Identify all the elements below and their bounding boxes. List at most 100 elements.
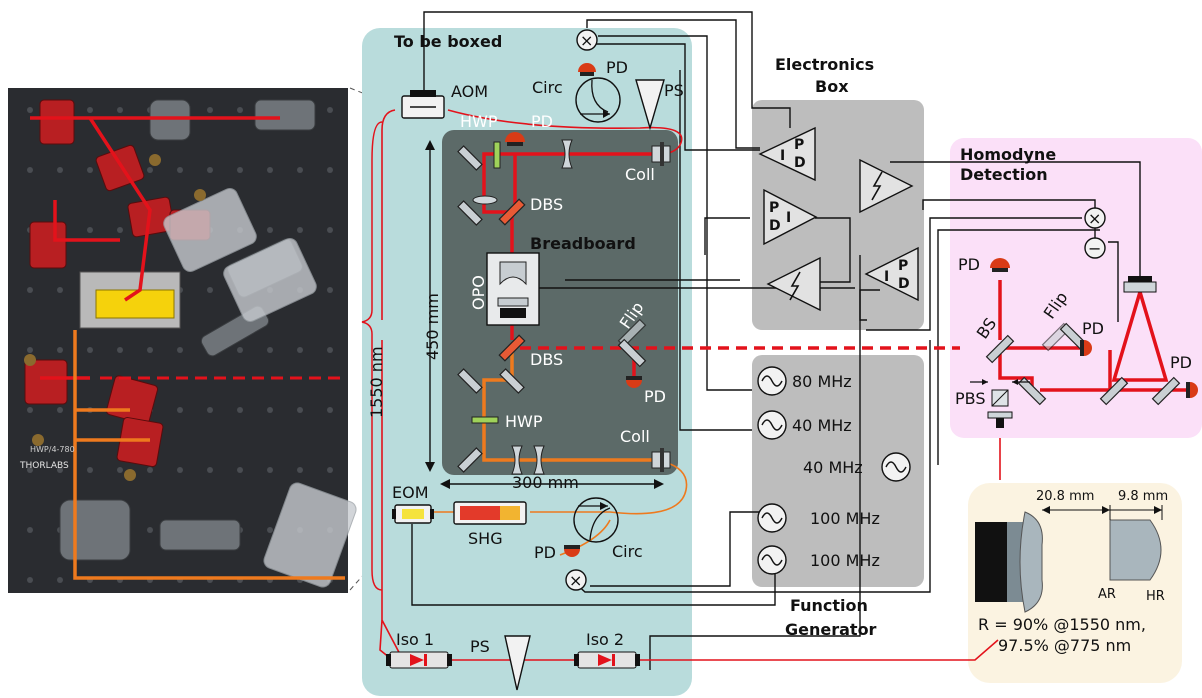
lens-bottom-2: [533, 445, 545, 475]
pd-hd-mid-icon: [1080, 340, 1092, 356]
hv2-bolt-icon: [871, 171, 883, 201]
oscillator-4: [757, 503, 787, 533]
pd-hwp-icon: [505, 132, 525, 146]
aom-label: AOM: [451, 82, 488, 101]
mixer-homodyne: [1084, 207, 1106, 229]
electronics-label-1: Electronics: [775, 55, 874, 74]
oscillator-2-freq: 40 MHz: [792, 416, 852, 435]
coll-top-icon: [651, 142, 671, 166]
coll-bottom-label: Coll: [620, 427, 650, 446]
photo-part-text: HWP/4-780: [30, 445, 75, 454]
mirror-bottom-left-2: [457, 447, 483, 473]
mirror-bottom-right-1: [499, 368, 525, 394]
mirror-top-left: [457, 145, 483, 171]
pd-shg-label: PD: [534, 543, 556, 562]
subtractor-homodyne-symbol: −: [1088, 239, 1101, 258]
hwp-bottom-plate: [471, 416, 499, 424]
ps-bottom-label: PS: [470, 637, 490, 656]
bs-mirror: [985, 334, 1015, 364]
pid2-d: D: [769, 218, 781, 234]
isolator-2: [574, 651, 640, 669]
oscillator-4-freq: 100 MHz: [810, 509, 880, 528]
coll-bottom-icon: [651, 448, 671, 472]
oscillator-1: [757, 366, 787, 396]
mixer-bottom: [565, 569, 587, 591]
shg-component: [453, 501, 527, 525]
setup-photo: THORLABS HWP/4-780: [8, 87, 413, 593]
homodyne-detection-region: [950, 138, 1202, 438]
circulator-top: [575, 77, 621, 123]
hd-mirror-lower-left: [1017, 376, 1047, 406]
pid3-p: P: [898, 258, 908, 274]
homodyne-label-1: Homodyne: [960, 145, 1056, 164]
breadboard-region: [442, 130, 678, 475]
dbs-bottom-label: DBS: [530, 350, 563, 369]
circ-top-label: Circ: [532, 78, 563, 97]
oscillator-1-freq: 80 MHz: [792, 372, 852, 391]
to-be-boxed-label: To be boxed: [394, 32, 502, 51]
hwp-top-plate: [493, 141, 501, 169]
signal-wires: [411, 11, 1141, 670]
mirror-dbs-left: [457, 200, 483, 226]
cavity-distance-2: 9.8 mm: [1118, 489, 1168, 504]
pbs-component: [987, 389, 1013, 428]
pid-amplifier-3: [864, 246, 919, 302]
height-dimension: [425, 140, 435, 472]
breadboard-label: Breadboard: [530, 234, 636, 253]
dbs-top-label: DBS: [530, 195, 563, 214]
mirror-bottom-left-1: [457, 368, 483, 394]
pid2-p: P: [769, 200, 779, 216]
oscillator-2: [757, 410, 787, 440]
aom-component: [401, 90, 445, 119]
cavity-inset: 20.8 mm 9.8 mm AR HR R = 90% @1550 nm, 9…: [968, 483, 1182, 683]
pd-top-icon: [578, 63, 596, 76]
fiber-length-label: 1550 nm: [367, 346, 386, 418]
pid3-d: D: [898, 276, 910, 292]
iso2-label: Iso 2: [586, 630, 624, 649]
lens-top: [561, 139, 573, 169]
pd-hwp-label: PD: [531, 112, 553, 131]
mixer-homodyne-symbol: ×: [1088, 209, 1101, 228]
pid3-i: I: [884, 269, 889, 285]
hwp-top-label: HWP: [460, 112, 498, 131]
electronics-label-2: Box: [815, 77, 849, 96]
pid1-i: I: [780, 148, 785, 164]
pd-hd-left-label: PD: [958, 255, 980, 274]
circ-bottom-label: Circ: [612, 542, 643, 561]
cavity-reflectivity-2: 97.5% @775 nm: [998, 636, 1131, 655]
flip-mirror-bottom: [617, 338, 647, 368]
lens-dbs: [472, 195, 498, 205]
oscillator-5-freq: 100 MHz: [810, 551, 880, 570]
fiber-brace: [361, 121, 383, 591]
phase-shifter-top: [635, 79, 665, 131]
cavity-distance-1: 20.8 mm: [1036, 489, 1094, 504]
phase-shifter-bottom: [504, 635, 531, 691]
hd-mirror-lower-mid: [1099, 376, 1129, 406]
oscillator-3: [881, 452, 911, 482]
pid1-d: D: [794, 155, 806, 171]
cavity-reflectivity-1: R = 90% @1550 nm,: [978, 615, 1146, 634]
width-dimension: [440, 479, 664, 489]
function-generator-label-1: Function: [790, 596, 868, 615]
function-generator-label-2: Generator: [785, 620, 877, 639]
width-dimension-label: 300 mm: [512, 473, 579, 492]
eom-component: [392, 504, 434, 524]
dbs-top-mirror: [498, 198, 526, 226]
dbs-bottom-mirror: [498, 334, 526, 362]
lens-bottom-1: [511, 445, 523, 475]
height-dimension-label: 450 mm: [423, 293, 442, 360]
cavity-hr-label: HR: [1146, 589, 1165, 604]
shg-label: SHG: [468, 529, 503, 548]
eom-label: EOM: [392, 483, 429, 502]
pid1-p: P: [794, 137, 804, 153]
pd-shg-icon: [564, 545, 580, 557]
pd-hd-right-label: PD: [1170, 353, 1192, 372]
cavity-homodyne: [1123, 276, 1157, 293]
mixer-top-symbol: ×: [580, 31, 593, 50]
circulator-bottom: [573, 497, 619, 543]
pd-hd-left-icon: [990, 258, 1010, 272]
iso1-label: Iso 1: [396, 630, 434, 649]
pd-flip-icon: [626, 376, 642, 388]
cavity-ar-label: AR: [1098, 587, 1116, 602]
pid-amplifier-2: [763, 188, 818, 246]
